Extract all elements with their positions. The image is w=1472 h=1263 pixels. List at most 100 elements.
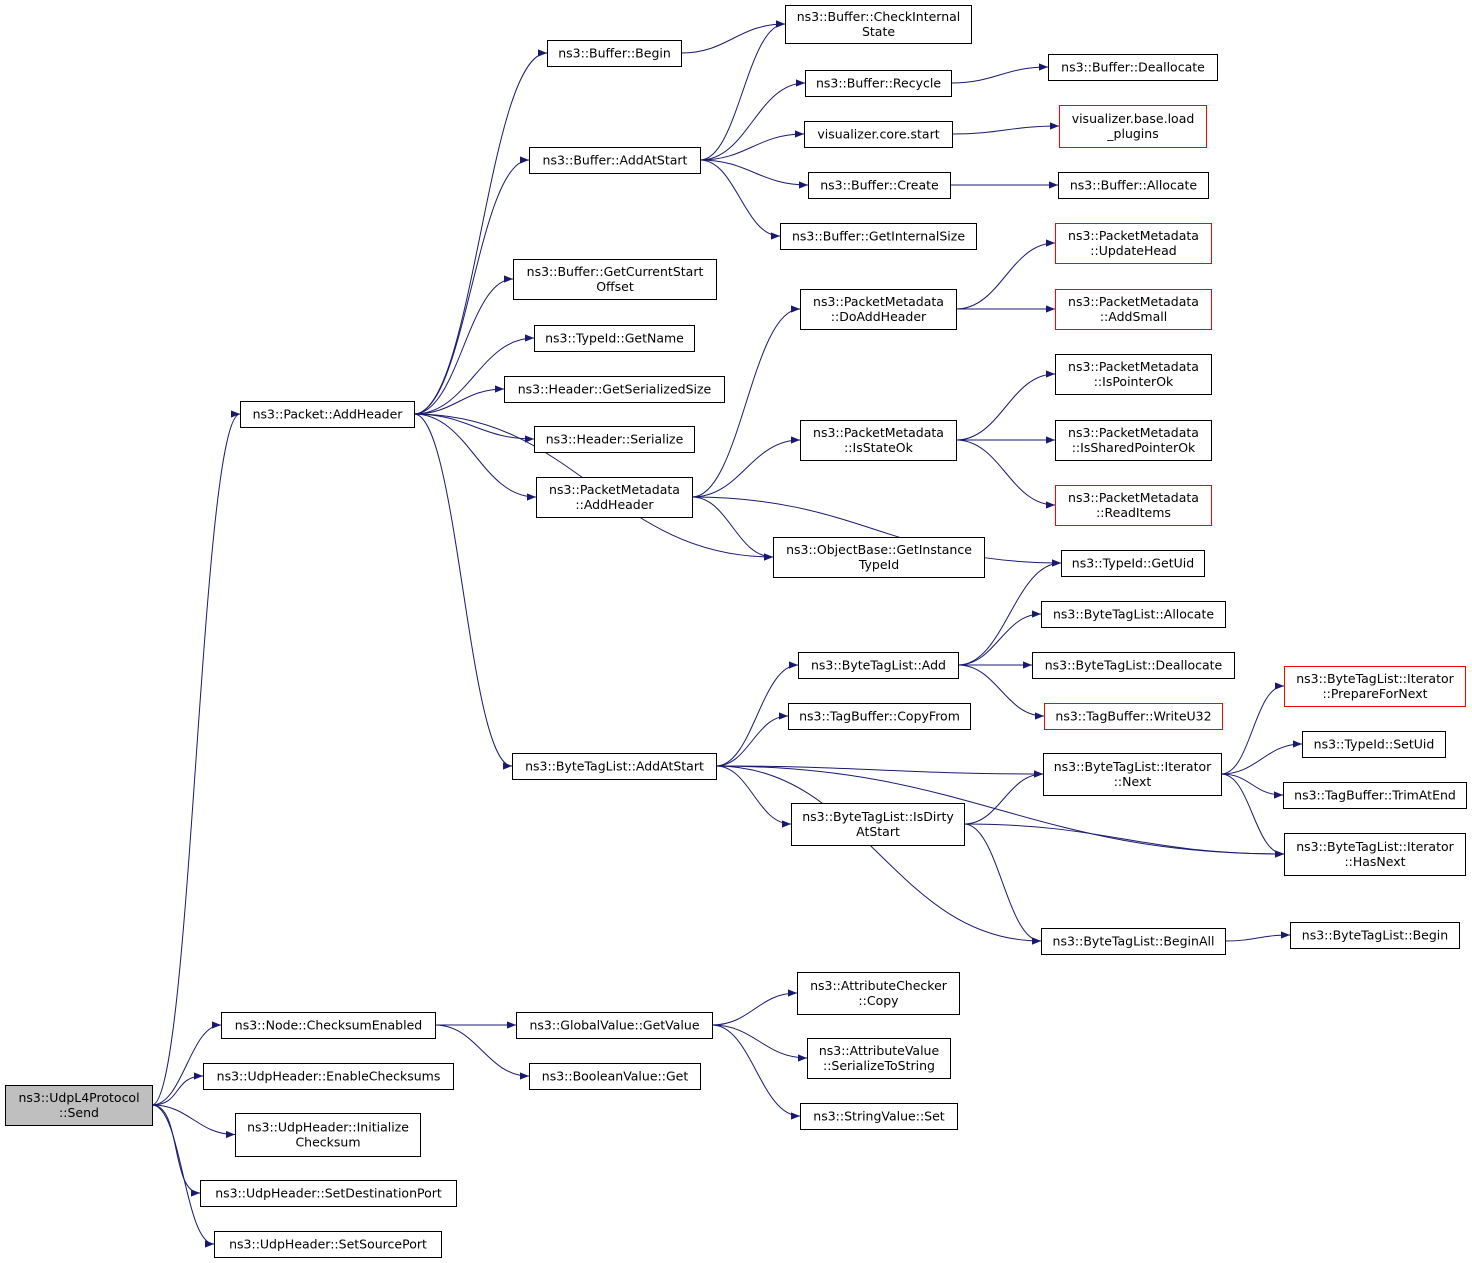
function-node-btldeallocate[interactable]: ns3::ByteTagList::Deallocate [1032, 652, 1235, 679]
function-node-box [214, 1231, 442, 1258]
call-edge-pmisstateok-to-pmispointerok [955, 370, 1056, 441]
function-node-label: ns3::Buffer::Deallocate [1061, 60, 1205, 75]
function-node-label: ns3::UdpHeader::EnableChecksums [217, 1069, 441, 1084]
function-node-bufcreate[interactable]: ns3::Buffer::Create [808, 172, 951, 199]
function-node-iternext[interactable]: ns3::ByteTagList::Iterator::Next [1043, 753, 1222, 796]
call-edge-addheader-to-getserializedsize [413, 385, 505, 415]
function-node-box [800, 289, 957, 330]
function-node-udpsend[interactable]: ns3::UdpL4Protocol::Send [5, 1085, 153, 1126]
function-node-box [1290, 922, 1460, 949]
function-node-bufallocate[interactable]: ns3::Buffer::Allocate [1058, 172, 1209, 199]
function-node-pmdoaddheader[interactable]: ns3::PacketMetadata::DoAddHeader [800, 289, 957, 330]
function-node-btladdatstart[interactable]: ns3::ByteTagList::AddAtStart [512, 753, 717, 780]
function-node-attrvalueser[interactable]: ns3::AttributeValue::SerializeToString [807, 1038, 951, 1079]
function-node-tbcopyfrom[interactable]: ns3::TagBuffer::CopyFrom [788, 703, 971, 730]
function-node-label: ns3::PacketMetadata [813, 294, 944, 309]
function-node-label: ns3::PacketMetadata [813, 425, 944, 440]
function-node-btlbeginall[interactable]: ns3::ByteTagList::BeginAll [1041, 928, 1226, 955]
call-edge-isdirtyatstart-to-btlbeginall [963, 823, 1042, 945]
function-node-pmaddsmall[interactable]: ns3::PacketMetadata::AddSmall [1055, 289, 1212, 330]
function-node-typeidgetuid[interactable]: ns3::TypeId::GetUid [1061, 550, 1205, 577]
function-node-box [1055, 420, 1212, 461]
call-edge-bufbegin-to-checkinternal [680, 20, 786, 54]
function-node-box [1283, 782, 1467, 809]
function-node-label: ns3::ByteTagList::AddAtStart [525, 759, 704, 774]
function-node-btladd[interactable]: ns3::ByteTagList::Add [798, 652, 959, 679]
function-node-label: ns3::Buffer::AddAtStart [543, 153, 688, 168]
function-node-box [807, 1038, 951, 1079]
call-edge-btlbeginall-to-btlbegin [1224, 931, 1291, 942]
function-node-tbtrimatend[interactable]: ns3::TagBuffer::TrimAtEnd [1283, 782, 1467, 809]
function-node-pmispointerok[interactable]: ns3::PacketMetadata::IsPointerOk [1055, 354, 1212, 395]
call-edge-btladdatstart-to-btlbeginall [715, 765, 1042, 945]
function-node-label: ns3::ByteTagList::Iterator [1296, 671, 1454, 686]
function-node-pmissharedptrok[interactable]: ns3::PacketMetadata::IsSharedPointerOk [1055, 420, 1212, 461]
call-edge-bufaddatstart-to-vizstart [699, 130, 805, 161]
function-node-globalgetvalue[interactable]: ns3::GlobalValue::GetValue [516, 1012, 713, 1039]
function-node-recycle[interactable]: ns3::Buffer::Recycle [805, 70, 952, 97]
function-node-vizstart[interactable]: visualizer.core.start [804, 121, 953, 148]
function-node-btlbegin[interactable]: ns3::ByteTagList::Begin [1290, 922, 1460, 949]
function-node-iterhasnext[interactable]: ns3::ByteTagList::Iterator::HasNext [1284, 833, 1466, 876]
function-node-btlallocate[interactable]: ns3::ByteTagList::Allocate [1041, 601, 1226, 628]
function-node-bufdeallocate[interactable]: ns3::Buffer::Deallocate [1048, 54, 1218, 81]
call-edge-bufaddatstart-to-bufcreate [699, 159, 809, 189]
function-node-label: ns3::Buffer::GetCurrentStart [527, 264, 704, 279]
function-node-label: ::Copy [858, 993, 899, 1008]
function-node-stringvalueset[interactable]: ns3::StringValue::Set [800, 1103, 958, 1130]
function-node-box [785, 5, 972, 44]
function-node-iterprepare[interactable]: ns3::ByteTagList::Iterator::PrepareForNe… [1284, 666, 1466, 707]
function-node-setsrcport[interactable]: ns3::UdpHeader::SetSourcePort [214, 1231, 442, 1258]
function-node-label: ns3::ByteTagList::Iterator [1296, 839, 1454, 854]
call-edge-btladdatstart-to-btladd [715, 661, 799, 767]
function-node-label: ns3::PacketMetadata [1068, 294, 1199, 309]
function-node-attrcheckercopy[interactable]: ns3::AttributeChecker::Copy [797, 972, 960, 1015]
function-node-label: Checksum [295, 1135, 360, 1150]
function-node-headerserialize[interactable]: ns3::Header::Serialize [534, 426, 695, 453]
call-edge-udpsend-to-checksumenabled [151, 1021, 222, 1106]
function-node-booleanget[interactable]: ns3::BooleanValue::Get [529, 1063, 701, 1090]
function-node-getserializedsize[interactable]: ns3::Header::GetSerializedSize [504, 376, 725, 403]
function-node-pmaddheader[interactable]: ns3::PacketMetadata::AddHeader [536, 477, 693, 518]
function-node-label: ::PrepareForNext [1322, 686, 1427, 701]
function-node-tbwriteu32[interactable]: ns3::TagBuffer::WriteU32 [1044, 703, 1223, 730]
function-node-typeidsetuid[interactable]: ns3::TypeId::SetUid [1302, 731, 1446, 758]
function-node-label: ns3::Header::GetSerializedSize [518, 382, 712, 397]
function-node-label: ns3::UdpHeader::SetDestinationPort [215, 1186, 442, 1201]
function-node-checksumenabled[interactable]: ns3::Node::ChecksumEnabled [221, 1012, 436, 1039]
function-node-label: ns3::ByteTagList::Add [811, 658, 946, 673]
call-edge-addheader-to-btladdatstart [413, 413, 513, 770]
function-node-addheader[interactable]: ns3::Packet::AddHeader [240, 401, 415, 428]
function-node-enablechecksums[interactable]: ns3::UdpHeader::EnableChecksums [203, 1063, 454, 1090]
function-node-label: ns3::ObjectBase::GetInstance [786, 542, 972, 557]
function-node-pmisstateok[interactable]: ns3::PacketMetadata::IsStateOk [800, 420, 957, 461]
function-node-loadplugins[interactable]: visualizer.base.load_plugins [1059, 105, 1207, 148]
function-node-getinternalsize[interactable]: ns3::Buffer::GetInternalSize [780, 223, 977, 250]
function-node-box [536, 477, 693, 518]
call-edge-addheader-to-typeidgetname [413, 334, 535, 415]
function-node-box [800, 420, 957, 461]
call-edge-isdirtyatstart-to-iterhasnext [963, 823, 1285, 858]
call-edge-pmaddheader-to-getinstancetypeid [691, 496, 774, 561]
function-node-box [1059, 105, 1207, 148]
function-node-box [1061, 550, 1205, 577]
function-node-bufaddatstart[interactable]: ns3::Buffer::AddAtStart [529, 147, 701, 174]
function-node-box [1044, 703, 1223, 730]
function-node-label: AtStart [856, 824, 900, 839]
function-node-pmreaditems[interactable]: ns3::PacketMetadata::ReadItems [1055, 485, 1212, 526]
call-edge-udpsend-to-setsrcport [151, 1104, 215, 1248]
function-node-typeidgetname[interactable]: ns3::TypeId::GetName [534, 325, 695, 352]
call-edge-btladdatstart-to-iterhasnext [715, 765, 1285, 858]
function-node-box [780, 223, 977, 250]
call-edge-btladd-to-btlallocate [957, 610, 1042, 666]
function-node-setdestport[interactable]: ns3::UdpHeader::SetDestinationPort [200, 1180, 457, 1207]
function-node-bufbegin[interactable]: ns3::Buffer::Begin [547, 40, 682, 67]
function-node-label: State [862, 24, 895, 39]
function-node-pmupdatehead[interactable]: ns3::PacketMetadata::UpdateHead [1055, 223, 1212, 264]
function-node-box [512, 753, 717, 780]
